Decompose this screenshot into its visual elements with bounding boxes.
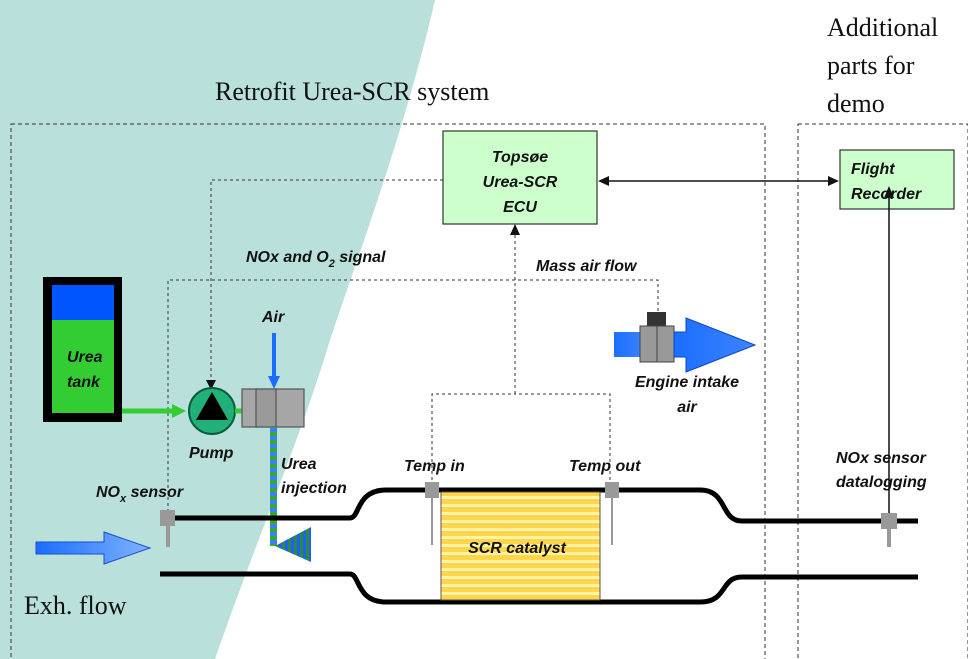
additional-title-line3: demo <box>827 89 885 118</box>
urea-injection-label-line1: Urea <box>281 456 317 473</box>
mixer-port <box>255 388 277 428</box>
exhaust-pipe-upper-wall <box>160 487 918 524</box>
temp-out-sensor <box>605 482 619 498</box>
ecu-label-line2: Urea-SCR <box>483 174 558 191</box>
engine-intake-label-line2: air <box>677 399 697 416</box>
exhaust-flow-arrow <box>35 531 152 565</box>
maf-sensor-head <box>647 312 666 326</box>
demo-parts-box <box>797 123 968 659</box>
ecu-label-line3: ECU <box>503 199 537 216</box>
ecu-recorder-arrowhead-right <box>828 176 839 186</box>
nox-signal-line <box>167 279 659 512</box>
nox-o2-signal-label: NOx and O2 signal <box>246 249 386 270</box>
nox-sensor-upstream <box>160 510 175 526</box>
retrofit-system-box <box>10 123 766 659</box>
engine-intake-label-line1: Engine intake <box>635 374 739 391</box>
nox-sensor-downstream <box>881 513 897 529</box>
urea-supply-arrowhead <box>172 404 186 418</box>
urea-injection-label-line2: injection <box>281 480 347 497</box>
datalogging-arrowhead <box>884 186 894 198</box>
pump-triangle-icon <box>196 392 228 420</box>
system-title: Retrofit Urea-SCR system <box>215 77 489 106</box>
air-arrowhead <box>268 376 280 389</box>
pump-label: Pump <box>189 445 234 462</box>
pump-control-arrowhead <box>206 380 216 390</box>
scr-catalyst-label: SCR catalyst <box>468 540 566 557</box>
temp-in-signal-line <box>431 393 515 486</box>
ecu-pump-control-line <box>210 179 443 382</box>
scr-catalyst <box>440 491 601 601</box>
temp-in-sensor <box>425 482 439 498</box>
ecu-recorder-arrowhead-left <box>598 176 609 186</box>
air-label: Air <box>261 309 285 326</box>
nox-datalogging-label-line2: datalogging <box>836 474 927 491</box>
ecu-label-line1: Topsøe <box>492 149 548 166</box>
ecu-box <box>442 130 598 225</box>
exhaust-pipe-lower-wall <box>160 571 918 605</box>
additional-title-line2: parts for <box>827 51 915 80</box>
injection-nozzle <box>275 527 311 562</box>
urea-injection-line <box>270 427 277 546</box>
urea-tank-air-space <box>52 285 114 320</box>
urea-tank-label-line2: tank <box>67 374 101 391</box>
urea-tank-liquid <box>52 320 114 413</box>
intake-arrow <box>673 317 757 373</box>
exhaust-flow-label: Exh. flow <box>24 591 127 620</box>
background-shape <box>0 0 435 659</box>
temp-in-label: Temp in <box>404 458 465 475</box>
temp-out-signal-line <box>515 393 611 486</box>
intake-pipe-left <box>614 332 644 357</box>
additional-title-line1: Additional <box>827 13 938 42</box>
temp-out-label: Temp out <box>569 458 641 475</box>
mass-air-flow-label: Mass air flow <box>536 258 638 275</box>
flight-recorder-box <box>839 149 955 210</box>
nox-sensor-label: NOx sensor <box>96 484 184 505</box>
urea-tank-label-line1: Urea <box>67 349 103 366</box>
nox-datalogging-label-line1: NOx sensor <box>836 450 927 467</box>
temp-ecu-arrowhead <box>510 224 520 235</box>
recorder-label-line1: Flight <box>851 161 895 178</box>
